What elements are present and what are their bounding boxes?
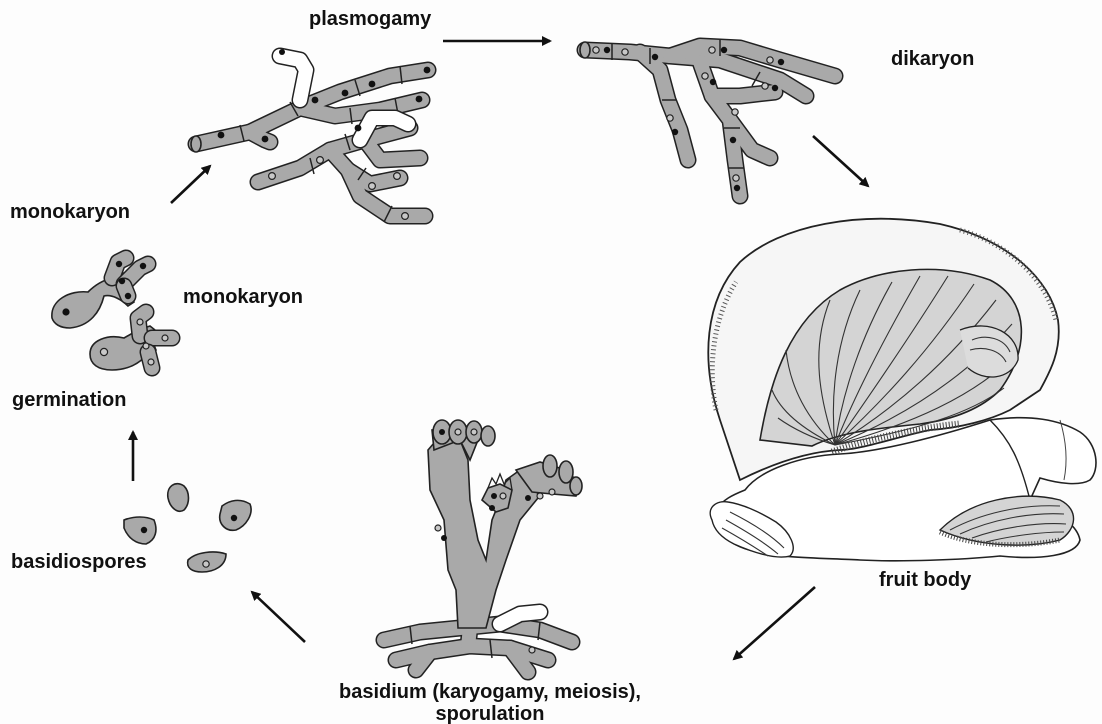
basidium <box>384 420 582 672</box>
dikaryon-hyphae <box>580 40 835 196</box>
arrow-fruitbody-to-basidium <box>734 587 815 659</box>
germinating-spores <box>52 258 172 370</box>
label-plasmogamy: plasmogamy <box>309 8 431 30</box>
label-dikaryon: dikaryon <box>891 48 974 70</box>
fruit-body <box>708 219 1096 561</box>
arrow-monokaryon-to-plasmogamy <box>171 166 210 203</box>
arrow-dikaryon-to-fruitbody <box>813 136 868 186</box>
label-basidiospores: basidiospores <box>11 551 147 573</box>
label-basidium-line2: sporulation <box>325 703 655 724</box>
label-basidium-line1: basidium (karyogamy, meiosis), <box>325 681 655 703</box>
label-monokaryon-mid: monokaryon <box>183 286 303 308</box>
label-fruit-body: fruit body <box>879 569 971 591</box>
arrow-basidium-to-spores <box>252 592 305 642</box>
label-germination: germination <box>12 389 126 411</box>
label-monokaryon-top: monokaryon <box>10 201 130 223</box>
plasmogamy-hyphae <box>191 49 430 222</box>
